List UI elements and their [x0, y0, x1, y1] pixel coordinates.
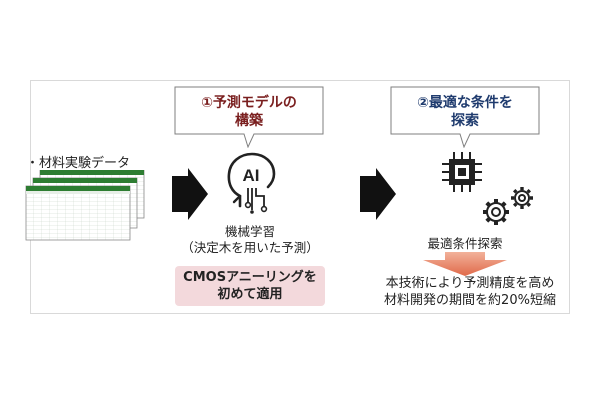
step2-caption: 最適条件探索	[427, 236, 503, 251]
ai-head-icon: AI	[222, 150, 282, 214]
step2-title-line2: 探索	[451, 113, 479, 129]
highlight-line1: CMOSアニーリングを	[183, 270, 317, 285]
step1-title-line1: ①予測モデルの	[201, 95, 297, 111]
step1-caption-line2: （決定木を用いた予測）	[181, 240, 319, 255]
cmos-highlight-box: CMOSアニーリングを 初めて適用	[175, 266, 325, 306]
result-line2: 材料開発の期間を約20%短縮	[384, 293, 556, 308]
step2-callout: ②最適な条件を 探索	[390, 86, 540, 148]
down-arrow	[423, 252, 507, 276]
right-arrow-2	[360, 168, 396, 220]
ai-label: AI	[243, 166, 260, 185]
source-label: ・材料実験データ	[26, 156, 131, 171]
chip-icon	[440, 150, 484, 194]
result-line1: 本技術により予測精度を高め	[385, 276, 555, 291]
step1-caption-line1: 機械学習	[224, 224, 275, 239]
spreadsheet-icon	[22, 169, 150, 242]
step1-callout: ①予測モデルの 構築	[174, 86, 324, 148]
step2-title-line1: ②最適な条件を	[417, 95, 513, 111]
gears-icon	[478, 184, 540, 230]
step1-title-line2: 構築	[235, 113, 263, 129]
highlight-line2: 初めて適用	[217, 287, 283, 302]
right-arrow-1	[172, 168, 208, 220]
